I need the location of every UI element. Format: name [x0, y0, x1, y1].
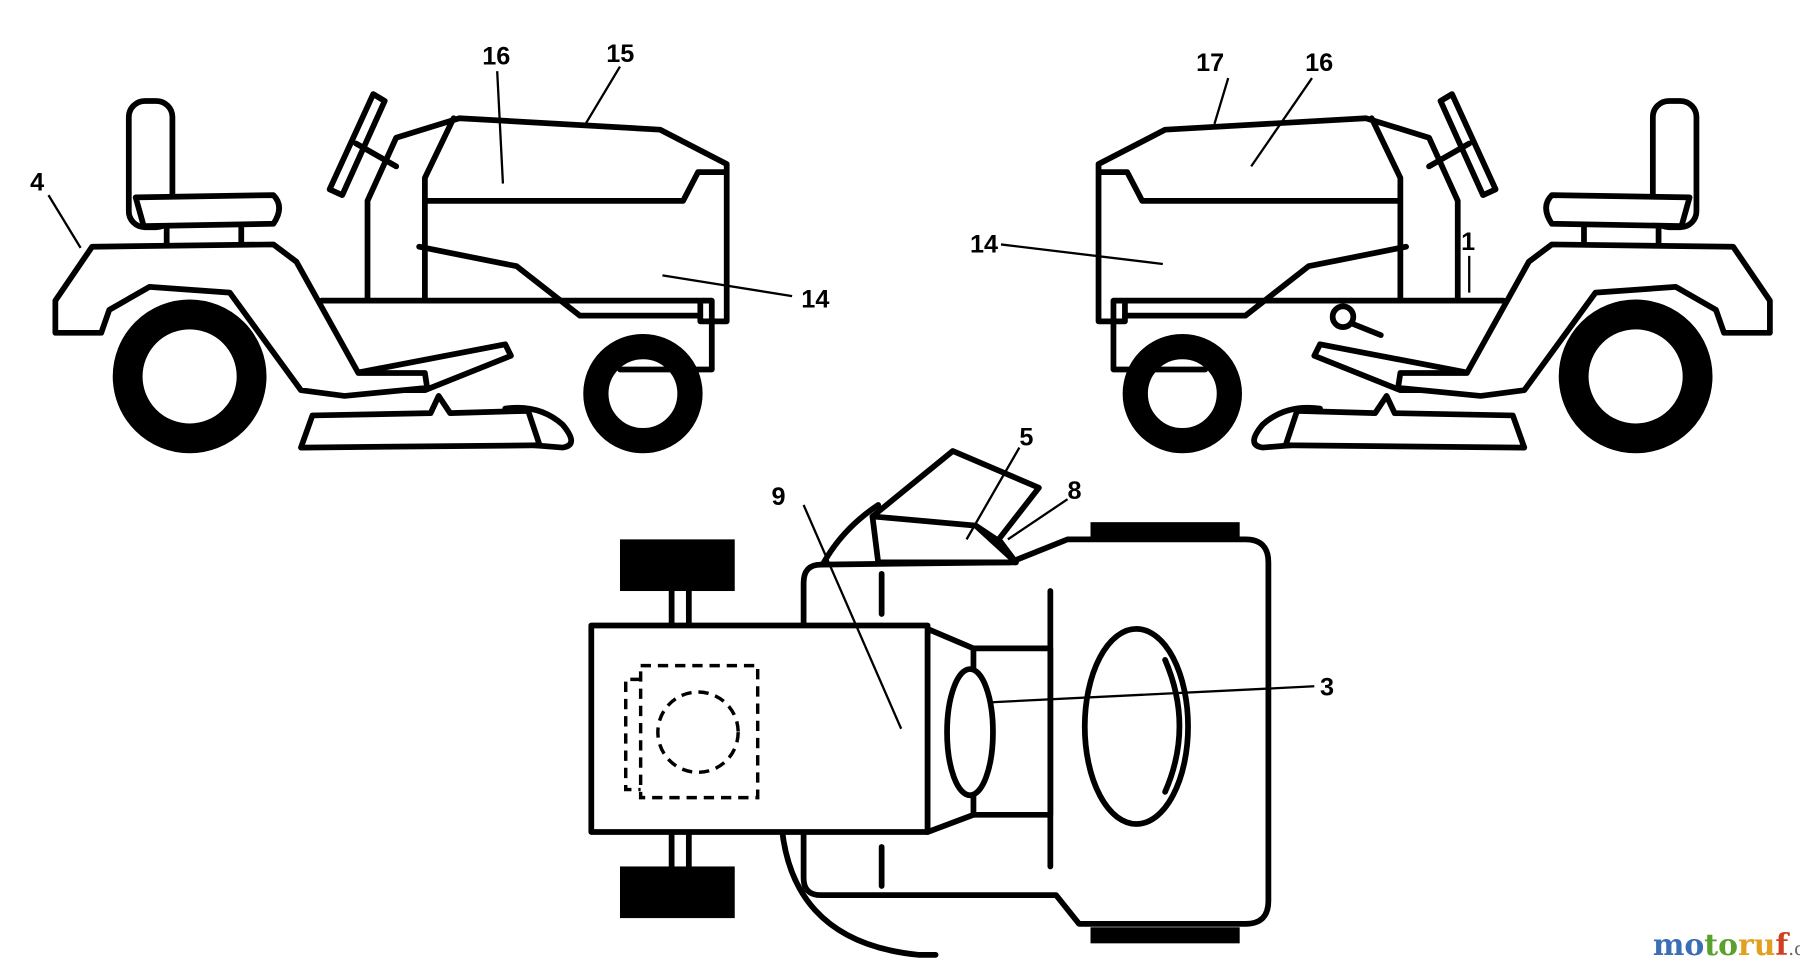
- label-5: 5: [1019, 423, 1033, 451]
- rear-wheel-bottom: [619, 866, 735, 919]
- label-15: 15: [606, 40, 634, 68]
- label-14: 14: [801, 286, 829, 314]
- front-wheel-bottom: [1090, 927, 1240, 944]
- seat-top: [1081, 626, 1191, 827]
- label-17: 17: [1196, 49, 1224, 77]
- leader-lines-top: [802, 446, 1315, 730]
- label-3: 3: [1320, 673, 1334, 701]
- front-wheel-top: [1090, 522, 1240, 539]
- leader-lines: [47, 65, 793, 298]
- tractor-side-view-left: [52, 91, 730, 454]
- label-14: 14: [970, 230, 998, 258]
- rear-wheel: [112, 299, 267, 454]
- leader-lines-right: [1000, 77, 1471, 293]
- front-wheel: [583, 333, 703, 454]
- label-4: 4: [30, 169, 44, 197]
- label-16: 16: [482, 42, 510, 70]
- label-9: 9: [771, 483, 785, 511]
- logo: motoruf.de: [1653, 928, 1800, 963]
- tractor-top-view: [588, 448, 1272, 958]
- label-1: 1: [1461, 228, 1475, 256]
- label-16: 16: [1305, 49, 1333, 77]
- rear-wheel-top: [619, 539, 735, 592]
- key-knob: [1329, 303, 1357, 330]
- label-8: 8: [1068, 477, 1082, 505]
